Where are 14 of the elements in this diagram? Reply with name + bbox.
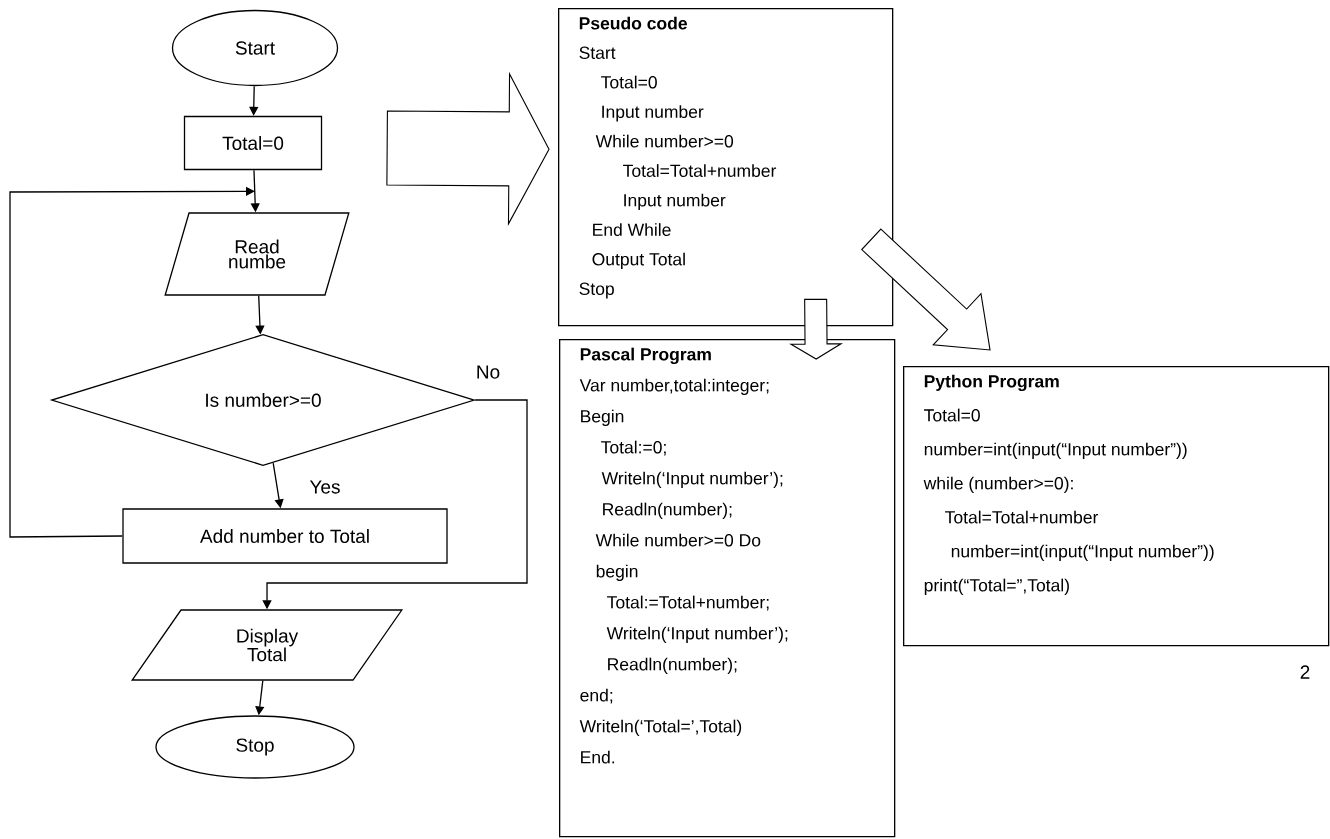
arrow [9,186,255,538]
edge-label: No [474,364,502,380]
code-box: Pseudo code Start Total=0 Input number While number>=0 Total=Total+number Input number End While Output Total Stop [558,8,894,327]
code-box: Pascal Program Var number,total:integer; Begin Total:=0; Writeln(‘Input number’); Readln(number); While number>=0 Do begin Total:=Total+number; Writeln(‘Input number’); Readln(number); end; Writeln(‘Total=’,Total) End. [559,339,896,838]
edge-label: Yes [308,479,342,495]
io-parallelogram: Read numbe [164,212,350,296]
block-arrow [861,228,991,351]
process-box: Total=0 [183,115,323,171]
code-box: Python Program Total=0 number=int(input(“Input number”)) while (number>=0): Total=Total+number number=int(input(“Input number”)) print(“Total=”,Total) [903,366,1330,647]
block-arrow [386,71,550,227]
block-arrow [789,298,843,360]
page-number: 2 [1300,665,1310,679]
arrow [249,85,259,116]
process-box: Add number to Total [122,508,448,564]
